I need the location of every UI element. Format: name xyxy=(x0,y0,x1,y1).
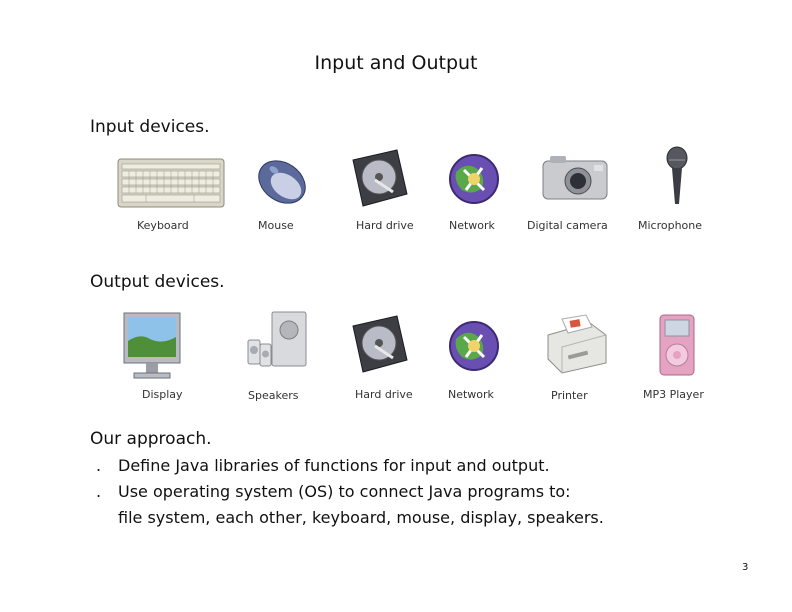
approach-line-2: Use operating system (OS) to connect Jav… xyxy=(118,482,571,501)
network-icon xyxy=(442,317,506,375)
device-label-digital-camera: Digital camera xyxy=(527,219,608,232)
network-icon xyxy=(442,150,506,208)
keyboard-icon xyxy=(117,158,225,208)
slide-title: Input and Output xyxy=(314,52,478,74)
approach-line-3: file system, each other, keyboard, mouse… xyxy=(118,508,604,527)
hard-drive-icon xyxy=(352,315,408,373)
device-label-printer: Printer xyxy=(551,389,588,402)
device-label-network-output: Network xyxy=(448,388,494,401)
list-item: . Define Java libraries of functions for… xyxy=(90,453,710,479)
list-item-continuation: file system, each other, keyboard, mouse… xyxy=(90,505,710,531)
approach-list: . Define Java libraries of functions for… xyxy=(90,453,710,531)
device-label-mouse: Mouse xyxy=(258,219,294,232)
printer-icon xyxy=(547,314,607,374)
bullet-glyph: . xyxy=(96,456,102,475)
output-devices-heading: Output devices. xyxy=(90,272,225,292)
device-label-display: Display xyxy=(142,388,183,401)
device-label-speakers: Speakers xyxy=(248,389,299,402)
device-label-microphone: Microphone xyxy=(638,219,703,232)
device-label-mp3-player: MP3 Player xyxy=(643,388,704,401)
mp3-player-icon xyxy=(659,314,695,376)
list-item: . Use operating system (OS) to connect J… xyxy=(90,479,710,505)
approach-heading: Our approach. xyxy=(90,429,212,449)
bullet-glyph: . xyxy=(96,482,102,501)
microphone-icon xyxy=(666,146,688,204)
digital-camera-icon xyxy=(542,156,608,200)
device-label-keyboard: Keyboard xyxy=(137,219,189,232)
hard-drive-icon xyxy=(352,149,408,207)
input-devices-heading: Input devices. xyxy=(90,117,210,137)
speakers-icon xyxy=(247,311,307,367)
display-icon xyxy=(123,312,181,379)
device-label-hard-drive: Hard drive xyxy=(356,219,414,232)
approach-line-1: Define Java libraries of functions for i… xyxy=(118,456,550,475)
device-label-hard-drive-output: Hard drive xyxy=(355,388,413,401)
mouse-icon xyxy=(258,160,306,204)
page-number: 3 xyxy=(742,562,749,573)
device-label-network: Network xyxy=(449,219,495,232)
